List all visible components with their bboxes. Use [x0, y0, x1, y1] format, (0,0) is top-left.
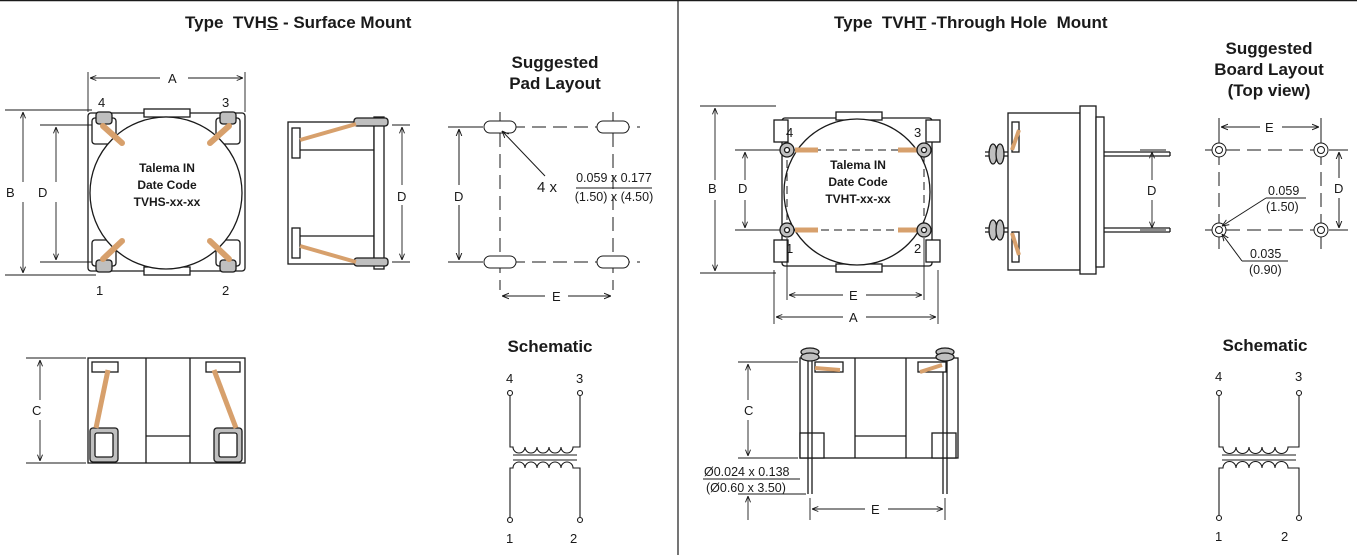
tvht-title-suffix-letter: T	[915, 13, 927, 32]
tvht-schematic-title: Schematic	[1222, 336, 1308, 355]
tvhs-dim-d: D	[38, 185, 48, 200]
tvhs-side-view	[287, 116, 389, 270]
tvht-hole2-mm: (0.90)	[1249, 263, 1282, 277]
tvht-board-layout	[1205, 118, 1348, 262]
tvht-schem-pin-1: 1	[1215, 529, 1223, 544]
tvhs-side-dims	[392, 124, 410, 263]
tvhs-schem-pin-2: 2	[570, 531, 578, 546]
tvhs-pad-layout-title: Suggested Pad Layout	[509, 53, 601, 93]
tvhs-pad-size-inch: 0.059 x 0.177	[576, 171, 652, 185]
tvht-front-dim-e: E	[871, 502, 880, 517]
tvhs-pin-2: 2	[222, 283, 230, 298]
tvhs-pin-3: 3	[222, 95, 230, 110]
tvht-pin-3: 3	[914, 125, 922, 140]
marking-line-3: TVHS-xx-xx	[133, 195, 201, 209]
tvht-hole1-inch: 0.059	[1268, 184, 1300, 198]
tvhs-part-marking: Talema IN Date Code TVHS-xx-xx	[112, 160, 222, 211]
tvhs-pad-dim-e: E	[552, 289, 561, 304]
tvht-schem-pin-4: 4	[1215, 369, 1223, 384]
tvht-part-marking: Talema IN Date Code TVHT-xx-xx	[803, 157, 913, 208]
marking-line-2: Date Code	[828, 175, 888, 189]
tvhs-dim-c: C	[32, 403, 42, 418]
tvht-title-prefix: Type TVH	[834, 13, 916, 32]
tvht-pin-size-inch: Ø0.024 x 0.138	[704, 465, 790, 479]
tvht-dim-e: E	[849, 288, 858, 303]
tvhs-pad-size-mm: (1.50) x (4.50)	[574, 190, 654, 204]
tvhs-schem-pin-4: 4	[506, 371, 514, 386]
tvht-board-dim-d: D	[1334, 181, 1344, 196]
tvhs-title: Type TVHS - Surface Mount	[185, 14, 411, 31]
tvhs-title-suffix-letter: S	[266, 13, 279, 32]
tvhs-pin-1: 1	[96, 283, 104, 298]
tvht-schem-pin-2: 2	[1281, 529, 1289, 544]
tvht-schem-pin-3: 3	[1295, 369, 1303, 384]
tvht-front-view	[799, 347, 959, 494]
marking-line-3: TVHT-xx-xx	[825, 192, 891, 206]
tvhs-dim-b: B	[6, 185, 15, 200]
tvht-board-layout-title: Suggested Board Layout (Top view)	[1214, 39, 1324, 100]
tvhs-title-prefix: Type TVH	[185, 13, 267, 32]
tvhs-front-dims	[26, 357, 86, 464]
tvht-dim-d: D	[738, 181, 748, 196]
tvhs-schem-pin-3: 3	[576, 371, 584, 386]
tvhs-pad-dim-d: D	[454, 189, 464, 204]
tvhs-top-view	[87, 108, 246, 276]
tvht-board-dim-e: E	[1265, 120, 1274, 135]
tvht-dim-a: A	[849, 310, 858, 325]
tvhs-schematic	[506, 389, 584, 524]
tvhs-schem-pin-1: 1	[506, 531, 514, 546]
tvhs-side-dim-d: D	[397, 189, 407, 204]
tvht-schematic	[1215, 389, 1303, 522]
tvht-pin-4: 4	[786, 125, 794, 140]
tvhs-pad-multiplier: 4 x	[537, 179, 558, 196]
tvht-title-suffix: -Through Hole Mount	[926, 13, 1108, 32]
tvhs-dim-a: A	[168, 71, 177, 86]
tvht-top-dims	[700, 105, 939, 324]
marking-line-1: Talema IN	[830, 158, 886, 172]
tvht-side-dim-d: D	[1147, 183, 1157, 198]
tvhs-schematic-title: Schematic	[507, 337, 593, 356]
tvht-front-dims	[703, 361, 946, 520]
tvht-title: Type TVHT -Through Hole Mount	[834, 14, 1108, 31]
marking-line-2: Date Code	[137, 178, 197, 192]
tvht-pin-size-mm: (Ø0.60 x 3.50)	[706, 481, 786, 495]
tvht-hole2-inch: 0.035	[1250, 247, 1282, 261]
tvhs-front-view	[87, 357, 246, 464]
tvht-side-view	[985, 105, 1171, 275]
tvht-hole1-mm: (1.50)	[1266, 200, 1299, 214]
tvhs-pad-layout	[448, 112, 652, 296]
tvht-side-dims	[1140, 149, 1166, 231]
tvht-pin-2: 2	[914, 241, 922, 256]
marking-line-1: Talema IN	[139, 161, 195, 175]
tvhs-title-suffix: - Surface Mount	[278, 13, 412, 32]
tvht-dim-c: C	[744, 403, 754, 418]
tvht-pin-1: 1	[786, 241, 794, 256]
tvhs-top-dims	[5, 72, 246, 276]
tvht-top-view	[773, 111, 941, 273]
tvht-dim-b: B	[708, 181, 717, 196]
tvhs-pin-4: 4	[98, 95, 106, 110]
